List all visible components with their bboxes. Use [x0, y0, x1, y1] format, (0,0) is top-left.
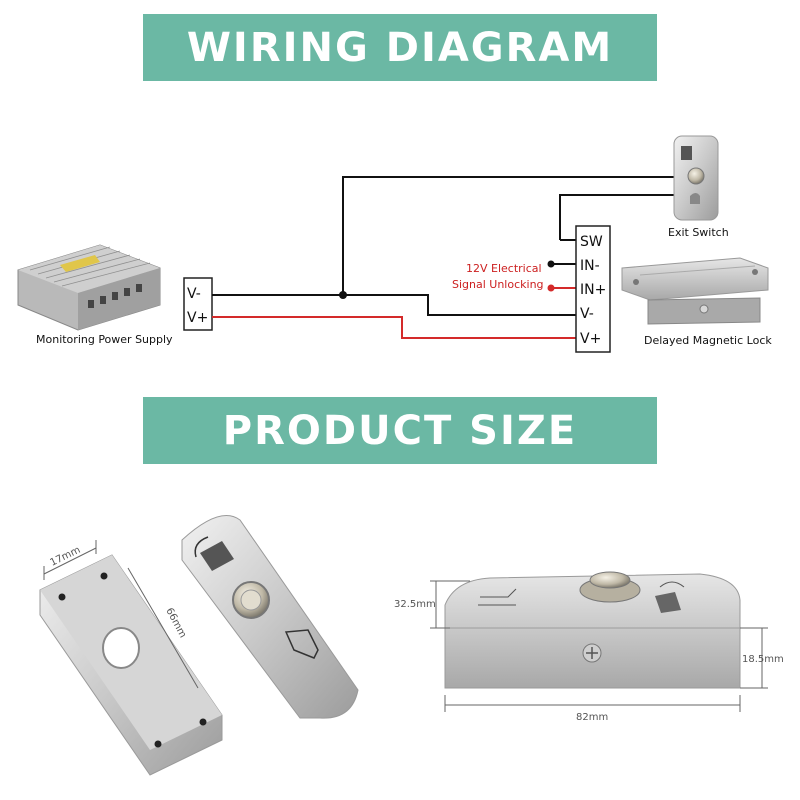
wire-junction: [339, 291, 347, 299]
lock-terminal-sw: SW: [580, 234, 603, 250]
lock-terminal-in-plus: IN+: [580, 282, 606, 298]
lock-terminal-in-minus: IN-: [580, 258, 600, 274]
banner-wiring-diagram: WIRING DIAGRAM: [143, 14, 657, 81]
signal-label-line2: Signal Unlocking: [452, 278, 544, 291]
power-supply-image: [17, 244, 161, 331]
power-terminal-block: [183, 277, 213, 331]
power-terminal-vminus: V-: [187, 286, 201, 302]
magnetic-lock-image: [621, 257, 769, 325]
lock-terminal-vminus: V-: [580, 306, 594, 322]
signal-label-line1: 12V Electrical: [466, 262, 542, 275]
positive-wires: [212, 287, 576, 339]
power-terminal-vplus: V+: [187, 310, 208, 326]
side-view-image: [444, 571, 741, 689]
dim-width-lines: [43, 540, 199, 689]
in-plus-dot: [547, 284, 555, 292]
exit-switch-image: [673, 135, 719, 221]
in-minus-dot: [547, 260, 555, 268]
dim-height-top-label: 32.5mm: [394, 599, 436, 610]
dim-height-side-label: 18.5mm: [742, 654, 784, 665]
dim-depth-label: 82mm: [576, 712, 608, 723]
lock-terminal-vplus: V+: [580, 331, 601, 347]
dim-width-label: 17mm: [48, 545, 82, 569]
power-supply-label: Monitoring Power Supply: [36, 333, 173, 346]
side-dim-lines: [430, 580, 768, 712]
banner-wiring-text: WIRING DIAGRAM: [186, 24, 614, 71]
exit-switch-label: Exit Switch: [668, 226, 729, 239]
negative-wires: [212, 176, 674, 316]
banner-product-size: PRODUCT SIZE: [143, 397, 657, 464]
magnetic-lock-label: Delayed Magnetic Lock: [644, 334, 772, 347]
back-plate-image: [39, 554, 223, 776]
lock-terminal-block: [575, 225, 611, 353]
front-plate-image: [181, 515, 359, 719]
banner-size-text: PRODUCT SIZE: [222, 407, 578, 454]
